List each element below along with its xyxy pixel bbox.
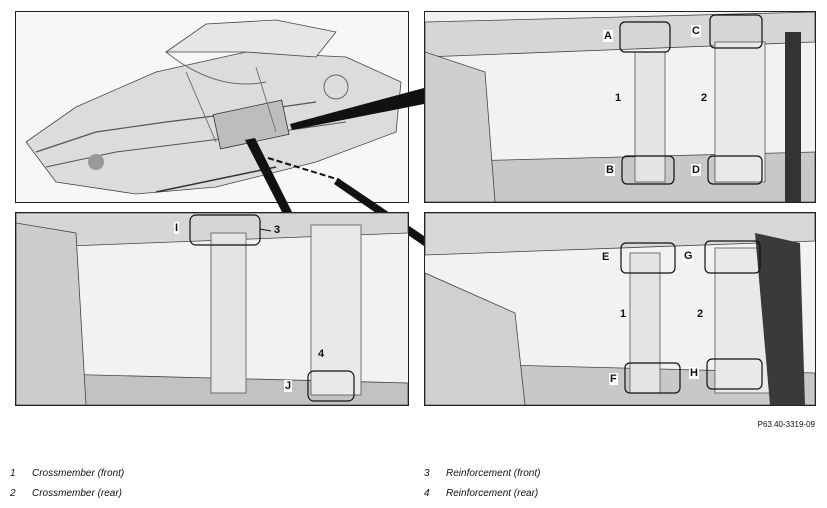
legend-num: 1 (10, 468, 16, 479)
label-reinforcement-front: 3 (274, 224, 281, 236)
callout-b: B (605, 164, 615, 176)
callout-i: I (174, 222, 180, 234)
crossmember-front-rear-illustration (425, 12, 815, 202)
figure-reference: P63.40-3319-09 (757, 420, 815, 429)
callout-e: E (601, 251, 611, 263)
callout-j: J (284, 380, 293, 392)
callout-d: D (691, 164, 701, 176)
label-crossmember-front: 1 (615, 92, 622, 104)
legend-item-2: 2 Crossmember (rear) (10, 488, 390, 502)
detail-panel-bottom-left: I J 3 4 (15, 212, 409, 406)
callout-c: C (691, 25, 701, 37)
overview-panel (15, 11, 409, 203)
legend-num: 2 (10, 488, 16, 499)
callout-a: A (603, 30, 613, 42)
callout-h: H (689, 367, 699, 379)
legend-item-3: 3 Reinforcement (front) (424, 468, 804, 482)
vehicle-body-illustration (16, 12, 408, 202)
legend-num: 3 (424, 468, 430, 479)
legend-text: Reinforcement (front) (446, 468, 541, 479)
detail-panel-top-right: A C B D 1 2 (424, 11, 816, 203)
legend-num: 4 (424, 488, 430, 499)
detail-panel-bottom-right: E G F H 1 2 (424, 212, 816, 406)
legend-text: Crossmember (front) (32, 468, 125, 479)
callout-g: G (683, 250, 694, 262)
label-crossmember-rear: 2 (701, 92, 708, 104)
crossmember-underside-illustration (425, 213, 815, 405)
label-reinforcement-rear: 4 (318, 348, 325, 360)
reinforcement-illustration (16, 213, 408, 405)
callout-f: F (609, 373, 618, 385)
label-crossmember-front-b: 1 (620, 308, 627, 320)
legend-item-4: 4 Reinforcement (rear) (424, 488, 804, 502)
legend-text: Crossmember (rear) (32, 488, 123, 499)
label-crossmember-rear-b: 2 (697, 308, 704, 320)
legend-text: Reinforcement (rear) (446, 488, 539, 499)
legend-item-1: 1 Crossmember (front) (10, 468, 390, 482)
